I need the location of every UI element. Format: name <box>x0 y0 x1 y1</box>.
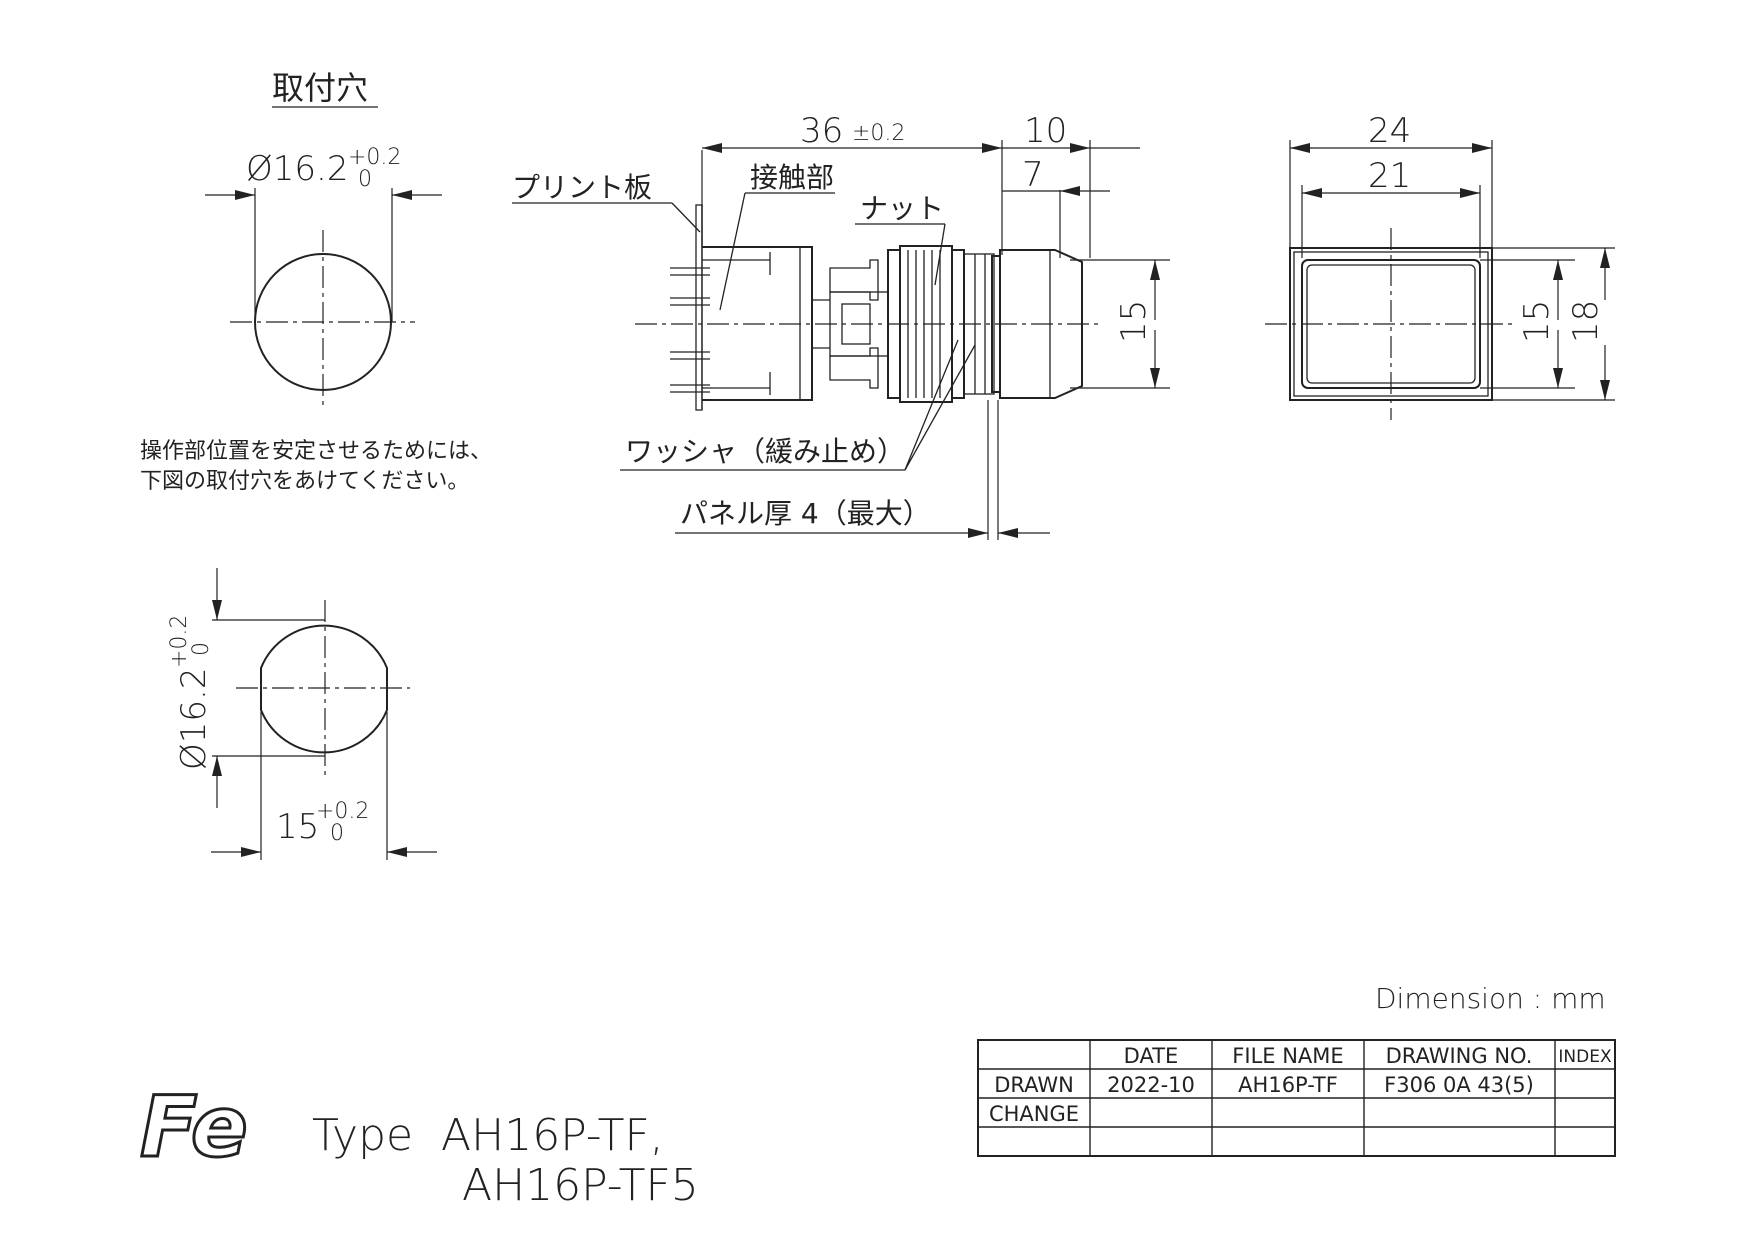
alt-hole-diameter-label: Ø16.2 <box>174 668 214 770</box>
mounting-hole-view: 取付穴 Ø16.2 +0.2 0 操作部位置を安定させるためには、 下図の取付穴… <box>140 69 492 494</box>
alt-hole-width-label: 15 <box>276 807 319 847</box>
units-note: Dimension : mm <box>1375 982 1606 1015</box>
hole-note-line2: 下図の取付穴をあけてください。 <box>140 469 469 494</box>
hole-tol-minus: 0 <box>358 167 372 192</box>
pcb-board <box>695 204 703 411</box>
hole-tol-plus: +0.2 <box>348 145 401 170</box>
alt-hole-width-tol-minus: 0 <box>330 821 344 846</box>
dim-side-15-label: 15 <box>1114 300 1154 343</box>
label-pcb: プリント板 <box>512 171 652 204</box>
dim-7-label: 7 <box>1022 155 1044 195</box>
contact-block <box>702 246 813 401</box>
dim-21-label: 21 <box>1368 156 1411 196</box>
type-line-2: AH16P-TF5 <box>462 1160 699 1211</box>
hole-diameter-label: Ø16.2 <box>246 149 348 189</box>
title-block: DATE FILE NAME DRAWING NO. INDEX DRAWN 2… <box>977 1039 1616 1157</box>
alt-hole-tol-minus: 0 <box>189 642 214 656</box>
fe-logo-text: Fe <box>140 1078 248 1176</box>
alt-hole-shape <box>260 624 388 754</box>
side-view: 36 ±0.2 10 7 15 <box>512 111 1170 540</box>
dim-front-18-label: 18 <box>1566 300 1606 343</box>
tb-header-file-name: FILE NAME <box>1232 1044 1343 1068</box>
tb-header-drawing-no: DRAWING NO. <box>1386 1044 1533 1068</box>
type-line-1: Type AH16P-TF, <box>312 1110 664 1161</box>
fe-logo: Fe <box>139 1077 250 1178</box>
dim-24-label: 24 <box>1368 111 1411 151</box>
tb-row-drawn-date: 2022-10 <box>1107 1073 1195 1097</box>
alt-mounting-hole-view: Ø16.2 +0.2 0 15 +0.2 0 <box>167 568 437 860</box>
mounting-hole-title: 取付穴 <box>272 69 368 107</box>
alt-hole-width-tol-plus: +0.2 <box>316 799 369 824</box>
label-washer: ワッシャ（緩み止め） <box>625 435 905 468</box>
front-view: 24 21 15 18 <box>1265 111 1615 420</box>
tb-header-date: DATE <box>1124 1044 1179 1068</box>
tb-header-index: INDEX <box>1558 1047 1612 1067</box>
tb-row-drawn-label: DRAWN <box>994 1073 1074 1097</box>
dim-10-label: 10 <box>1024 111 1067 151</box>
label-contact: 接触部 <box>750 161 834 194</box>
alt-hole-tol-plus: +0.2 <box>167 615 192 668</box>
tb-row-drawn-file: AH16P-TF <box>1238 1073 1338 1097</box>
hole-note-line1: 操作部位置を安定させるためには、 <box>140 439 492 464</box>
dim-length-tol: ±0.2 <box>852 121 905 146</box>
label-nut: ナット <box>860 192 944 225</box>
dim-length-label: 36 <box>800 111 843 151</box>
tb-row-change-label: CHANGE <box>989 1102 1079 1126</box>
nut-knurl <box>907 250 941 398</box>
operator-head <box>999 249 1083 399</box>
dim-front-15-label: 15 <box>1517 300 1557 343</box>
tb-row-drawn-drawing-no: F306 0A 43(5) <box>1384 1073 1534 1097</box>
label-panel: パネル厚 4（最大） <box>680 497 931 530</box>
